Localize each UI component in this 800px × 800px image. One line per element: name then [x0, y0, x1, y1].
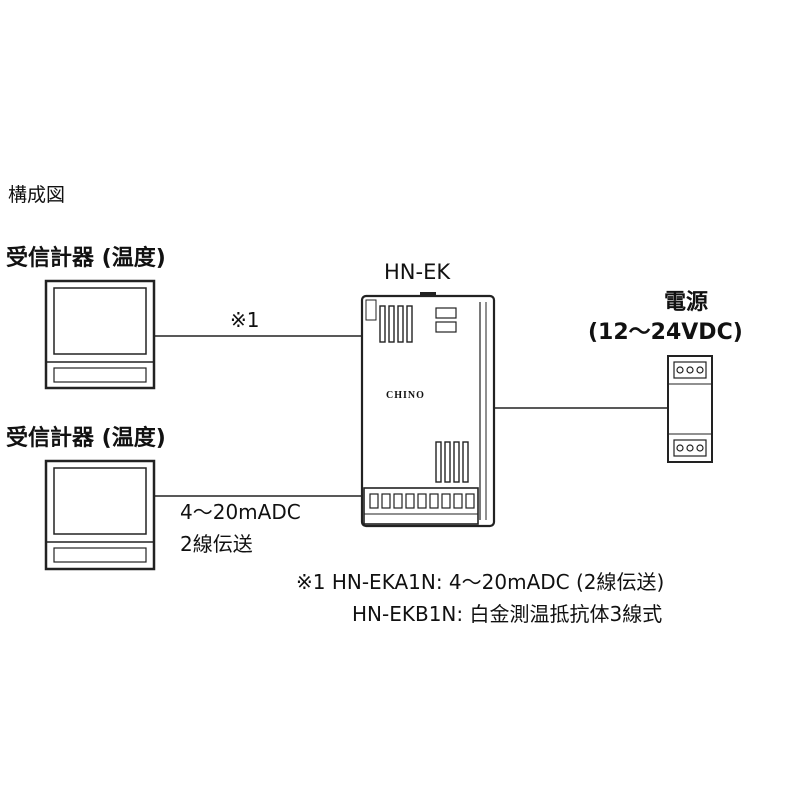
converter-device: CHINO: [360, 292, 496, 528]
power-supply-device: [667, 355, 713, 463]
connection-bottom-label-2: 2線伝送: [180, 532, 253, 556]
receiver-2-label: 受信計器 (温度): [6, 426, 166, 451]
receiver-1-device: [44, 279, 156, 390]
connection-top-label: ※1: [230, 308, 260, 332]
footnote-2: HN-EKB1N: 白金測温抵抗体3線式: [352, 602, 663, 626]
footnote-1: ※1 HN-EKA1N: 4〜20mADC (2線伝送): [296, 570, 665, 594]
receiver-1-label: 受信計器 (温度): [6, 246, 166, 271]
receiver-2-device: [44, 459, 156, 571]
converter-brand: CHINO: [386, 390, 425, 401]
diagram-title: 構成図: [8, 184, 66, 206]
connection-bottom-label-1: 4〜20mADC: [180, 500, 301, 524]
power-label: 電源: [664, 290, 709, 315]
converter-label: HN-EK: [384, 260, 451, 284]
power-spec: (12〜24VDC): [588, 320, 743, 345]
